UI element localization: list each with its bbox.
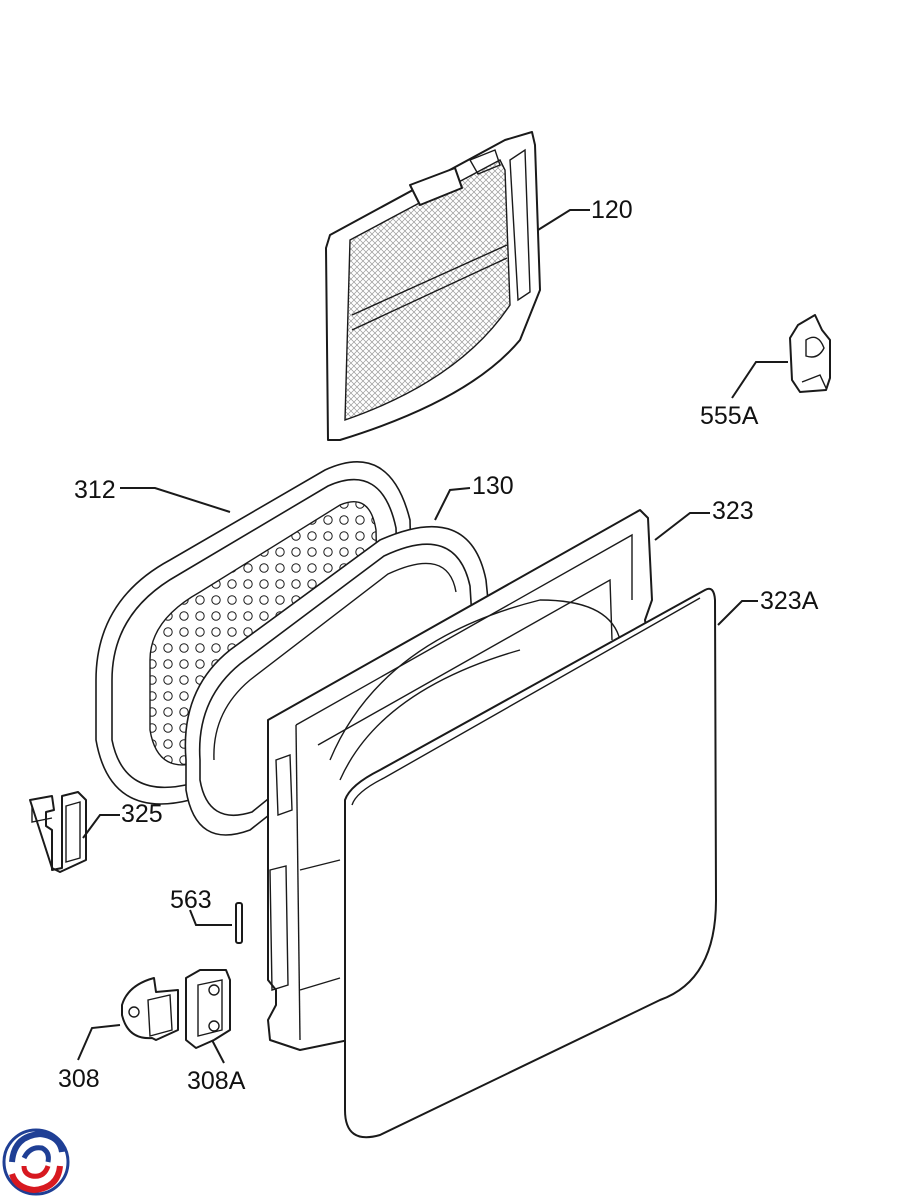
label-555A: 555A	[700, 402, 759, 430]
leader-lines	[77, 209, 788, 1064]
label-120: 120	[591, 196, 633, 224]
part-563-pin	[235, 902, 243, 944]
part-323A-door-cover	[344, 587, 717, 1139]
part-308-hinge	[121, 977, 179, 1041]
label-323: 323	[712, 497, 754, 525]
part-555A-clip	[789, 314, 831, 393]
label-323A: 323A	[760, 587, 819, 615]
label-308: 308	[58, 1065, 100, 1093]
part-120-lint-filter	[325, 131, 541, 441]
brand-logo	[2, 1128, 70, 1196]
part-325-latch	[29, 791, 87, 873]
label-312: 312	[74, 476, 116, 504]
label-563: 563	[170, 886, 212, 914]
label-130: 130	[472, 472, 514, 500]
part-308A-hinge-bracket	[185, 969, 231, 1049]
label-325: 325	[121, 800, 163, 828]
label-308A: 308A	[187, 1067, 246, 1095]
